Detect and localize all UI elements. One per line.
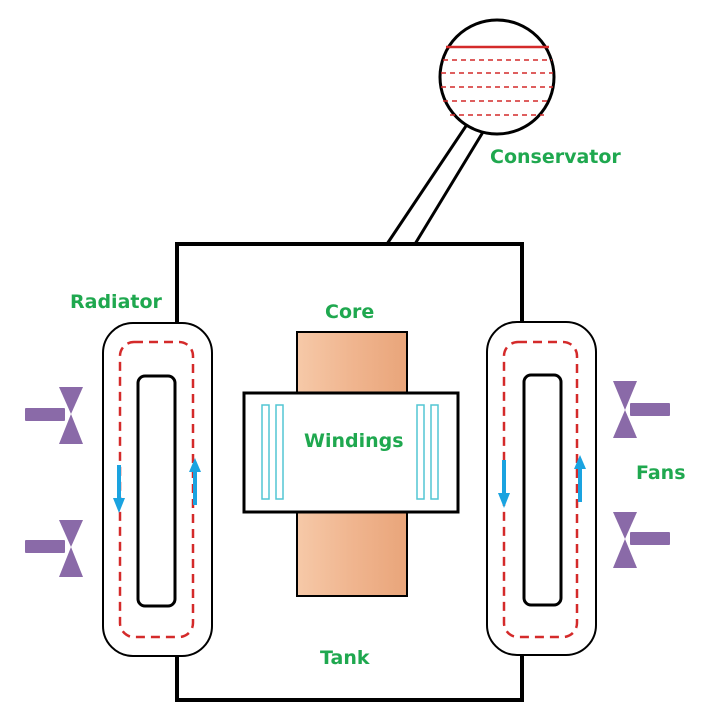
fans-label: Fans bbox=[636, 462, 686, 484]
flow-arrow-left-up bbox=[189, 458, 201, 505]
windings-label: Windings bbox=[304, 430, 404, 452]
conservator-label: Conservator bbox=[490, 146, 621, 168]
conservator-pipe bbox=[385, 119, 485, 245]
windings-box bbox=[242, 391, 460, 514]
left-radiator bbox=[102, 322, 213, 657]
main-tank bbox=[175, 242, 524, 702]
fan-icon bbox=[613, 381, 670, 438]
core-label: Core bbox=[325, 301, 375, 323]
flow-arrow-right-up bbox=[574, 455, 586, 502]
radiator-label: Radiator bbox=[70, 291, 162, 313]
conservator-tank bbox=[438, 18, 556, 136]
flow-arrow-right-down bbox=[498, 460, 510, 508]
fan-icon bbox=[25, 520, 83, 577]
tank-label: Tank bbox=[320, 647, 370, 669]
fan-icon bbox=[613, 512, 670, 568]
fan-icon bbox=[25, 387, 83, 444]
flow-arrow-left-down bbox=[113, 465, 125, 513]
